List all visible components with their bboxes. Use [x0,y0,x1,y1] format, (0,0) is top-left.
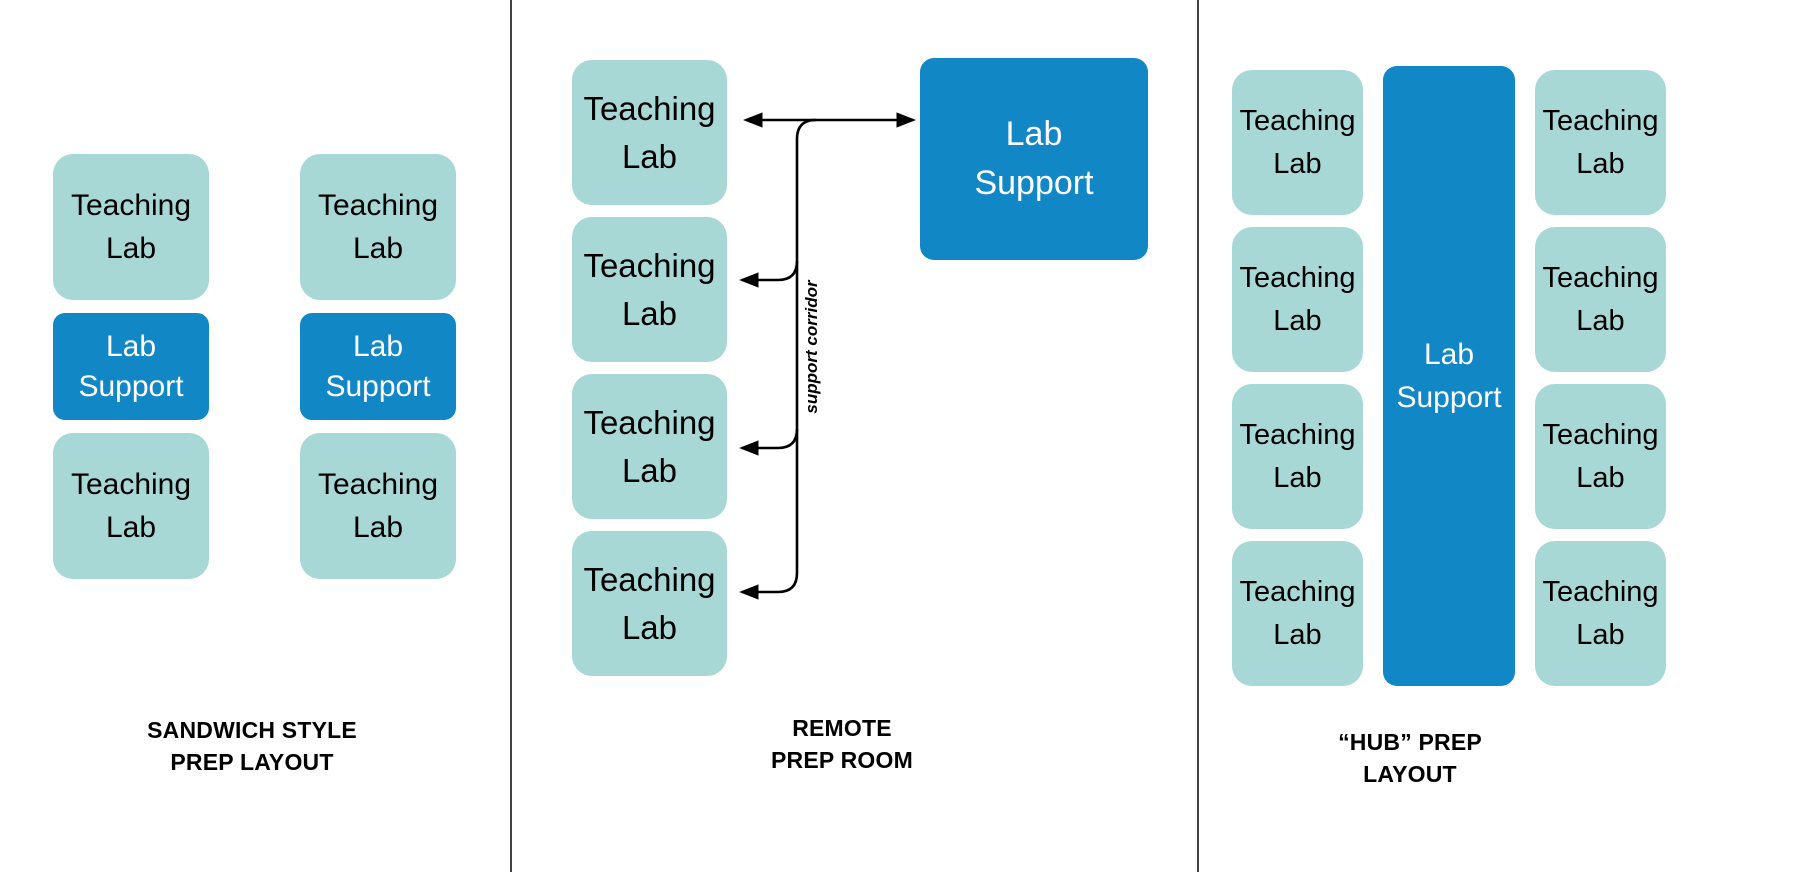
teaching-lab-box: Teaching Lab [572,531,727,676]
teaching-lab-box: Teaching Lab [572,374,727,519]
teaching-lab-label: Teaching Lab [70,188,192,266]
teaching-lab-box: Teaching Lab [1535,384,1666,529]
panel-divider [510,0,512,872]
teaching-lab-box: Teaching Lab [1535,227,1666,372]
teaching-lab-box: Teaching Lab [572,60,727,205]
lab-support-label: Lab Support [1396,337,1502,415]
teaching-lab-box: Teaching Lab [300,433,456,579]
teaching-lab-label: Teaching Lab [317,188,439,266]
teaching-lab-label: Teaching Lab [1542,576,1659,651]
teaching-lab-label: Teaching Lab [583,246,716,332]
corridor-trunk-line [739,118,817,600]
teaching-lab-label: Teaching Lab [70,467,192,545]
branch-arrow [739,428,799,456]
lab-support-label: Lab Support [325,329,431,403]
teaching-lab-label: Teaching Lab [1542,262,1659,337]
panel-caption-sandwich: SANDWICH STYLE PREP LAYOUT [147,717,357,775]
teaching-lab-box: Teaching Lab [1232,70,1363,215]
lab-support-hub-box: Lab Support [1383,66,1515,686]
lab-support-label: Lab Support [974,114,1094,202]
teaching-lab-box: Teaching Lab [1535,70,1666,215]
teaching-lab-box: Teaching Lab [1232,227,1363,372]
teaching-lab-box: Teaching Lab [53,433,209,579]
teaching-lab-label: Teaching Lab [1542,419,1659,494]
teaching-lab-label: Teaching Lab [583,560,716,646]
panel-caption-remote: REMOTE PREP ROOM [771,715,913,773]
teaching-lab-label: Teaching Lab [317,467,439,545]
support-corridor-label: support corridor [802,280,821,414]
teaching-lab-box: Teaching Lab [572,217,727,362]
lab-support-box: Lab Support [53,313,209,420]
teaching-lab-box: Teaching Lab [53,154,209,300]
lab-support-box: Lab Support [920,58,1148,260]
branch-arrow [739,260,799,288]
lab-support-label: Lab Support [78,329,184,403]
teaching-lab-label: Teaching Lab [1239,576,1356,651]
lab-support-box: Lab Support [300,313,456,420]
teaching-lab-box: Teaching Lab [300,154,456,300]
teaching-lab-label: Teaching Lab [1239,105,1356,180]
teaching-lab-label: Teaching Lab [583,403,716,489]
teaching-lab-label: Teaching Lab [583,89,716,175]
panel-caption-hub: “HUB” PREP LAYOUT [1338,729,1482,787]
teaching-lab-box: Teaching Lab [1232,384,1363,529]
teaching-lab-box: Teaching Lab [1232,541,1363,686]
teaching-lab-label: Teaching Lab [1239,419,1356,494]
teaching-lab-label: Teaching Lab [1542,105,1659,180]
panel-divider [1197,0,1199,872]
teaching-lab-box: Teaching Lab [1535,541,1666,686]
teaching-lab-label: Teaching Lab [1239,262,1356,337]
